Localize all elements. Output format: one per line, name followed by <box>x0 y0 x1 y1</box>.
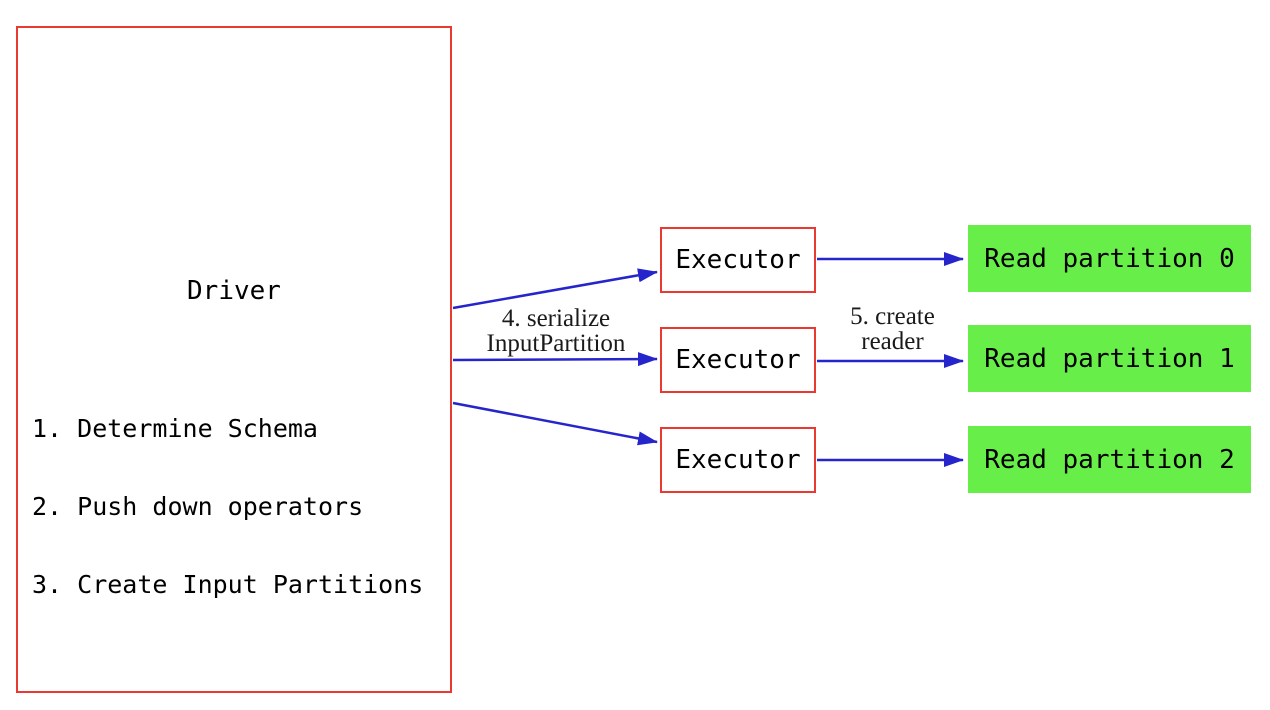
read-partition-0-label: Read partition 0 <box>984 243 1235 274</box>
read-partition-box-0: Read partition 0 <box>968 225 1251 292</box>
read-partition-box-2: Read partition 2 <box>968 426 1251 493</box>
read-partition-box-1: Read partition 1 <box>968 325 1251 392</box>
driver-box: Driver 1. Determine Schema 2. Push down … <box>16 26 452 693</box>
arrow-driver-to-executor-1 <box>452 268 658 310</box>
executor-box-1: Executor <box>660 227 816 293</box>
driver-step-3: 3. Create Input Partitions <box>32 570 424 599</box>
edge-label-serialize-inputpartition: 4. serialize InputPartition <box>486 305 626 357</box>
driver-title: Driver <box>187 276 281 306</box>
executor-3-label: Executor <box>675 445 801 475</box>
arrow-driver-to-executor-3 <box>452 401 658 446</box>
executor-2-label: Executor <box>675 345 801 375</box>
executor-box-2: Executor <box>660 327 816 393</box>
read-partition-2-label: Read partition 2 <box>984 444 1235 475</box>
driver-step-2: 2. Push down operators <box>32 492 364 521</box>
executor-1-label: Executor <box>675 245 801 275</box>
arrow-driver-to-executor-2 <box>452 352 658 367</box>
driver-steps-list: 1. Determine Schema 2. Push down operato… <box>32 364 423 650</box>
executor-box-3: Executor <box>660 427 816 493</box>
edge-label-create-reader: 5. create reader <box>850 303 935 355</box>
read-partition-1-label: Read partition 1 <box>984 343 1235 374</box>
driver-step-1: 1. Determine Schema <box>32 414 318 443</box>
